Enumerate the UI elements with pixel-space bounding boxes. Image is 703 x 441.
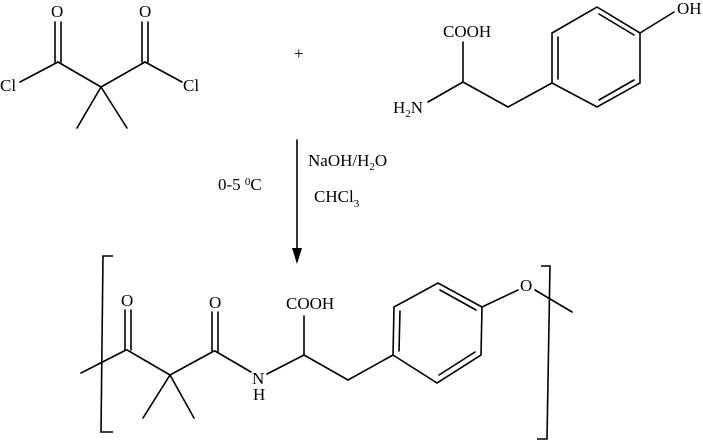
chlorine-label-right: Cl [183, 76, 199, 95]
amide-nitrogen-label: N [252, 369, 264, 388]
product-oxygen-label-1: O [121, 291, 133, 310]
product-polymer: O O N H COOH O [80, 255, 573, 440]
reactant-dimethylmalonyl-dichloride: O O Cl Cl [0, 2, 199, 129]
left-bracket [100, 255, 113, 433]
chlorine-label-left: Cl [0, 76, 16, 95]
plus-sign: + [294, 44, 304, 63]
product-carboxyl-label: COOH [286, 294, 334, 313]
amide-hydrogen-label: H [253, 385, 265, 404]
reaction-arrow [292, 139, 302, 264]
product-oxygen-label-2: O [209, 293, 221, 312]
reagent-condition: NaOH/H2O [308, 151, 387, 173]
arrow-head-icon [292, 248, 302, 264]
carboxyl-label: COOH [443, 22, 491, 41]
temperature-condition: 0-5 0C [218, 175, 262, 194]
oxygen-label-left: O [51, 2, 63, 21]
amine-label: H2N [393, 98, 423, 120]
right-bracket [537, 265, 551, 440]
ether-oxygen-label: O [520, 276, 532, 295]
solvent-condition: CHCl3 [314, 187, 360, 210]
oxygen-label-right: O [139, 2, 151, 21]
hydroxyl-label: OH [677, 0, 702, 18]
reactant-tyrosine: COOH H2N OH [393, 0, 702, 120]
